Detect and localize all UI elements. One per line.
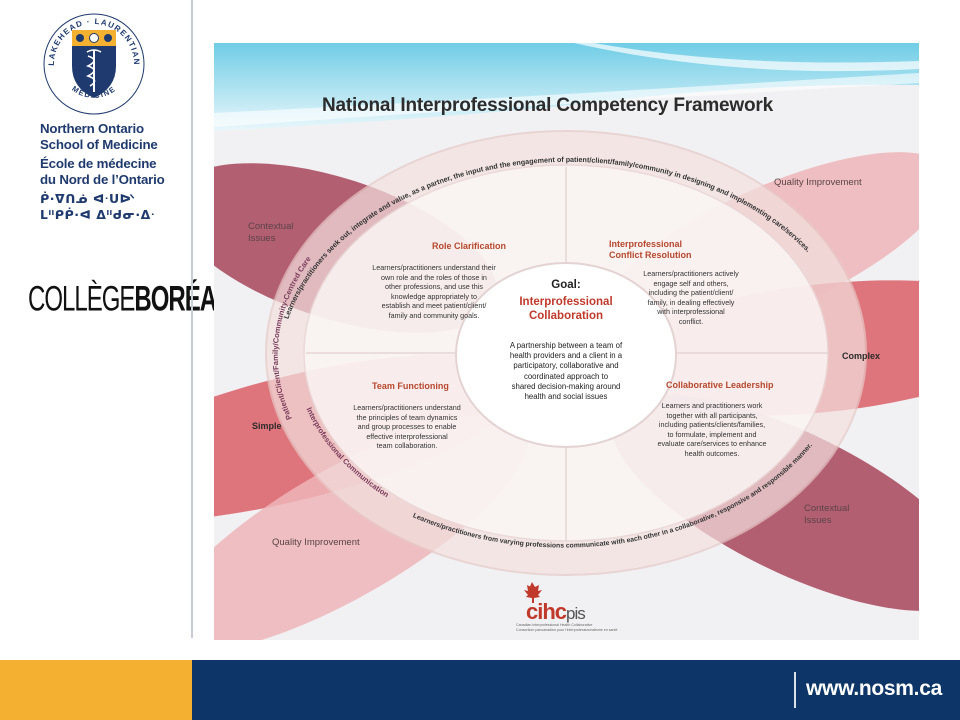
goal-title: Interprofessional Collaboration xyxy=(486,295,646,323)
boreal-logo-light: COLLÈGE xyxy=(28,280,135,320)
team-body-line: team collaboration. xyxy=(376,441,438,451)
college-boreal-logo: COLLÈGEBORÉAL xyxy=(28,280,231,321)
role-body-line: other professions, and use this xyxy=(385,282,483,292)
team-body-line: Learners/practitioners understand xyxy=(353,403,461,412)
goal-body-line: health and social issues xyxy=(524,392,608,402)
team-body-line: effective interprofessional xyxy=(366,431,448,441)
conflict-body-line: including the patient/client/ xyxy=(648,288,734,298)
conflict-body-line: conflict. xyxy=(678,316,704,326)
corner-simple: Simple xyxy=(252,421,282,431)
quadrant-collaborative-leadership-title: Collaborative Leadership xyxy=(666,380,774,390)
school-name-block: Northern Ontario School of Medicine Écol… xyxy=(40,121,190,222)
quadrant-collaborative-leadership-body: Learners and practitioners work together… xyxy=(632,401,792,459)
goal-ellipse xyxy=(455,262,677,448)
cihc-subtitle-fr: Consortium pancanadien pour l’interprofe… xyxy=(516,627,618,632)
corner-complex: Complex xyxy=(842,351,881,361)
framework-graphic: Learners/practitioners seek out, integra… xyxy=(214,43,919,640)
footer-separator xyxy=(794,672,796,708)
quadrant-conflict-resolution-body: Learners/practitioners actively engage s… xyxy=(626,269,756,327)
role-body-line: establish and meet patient/client/ xyxy=(381,301,487,311)
cihc-logo-name: cihc xyxy=(526,599,567,624)
quadrant-team-functioning-body: Learners/practitioners understand the pr… xyxy=(332,403,482,451)
corner-contextual-right-line-1: Contextual xyxy=(804,503,850,514)
school-name-en-line-1: Northern Ontario xyxy=(40,121,144,136)
conflict-body-line: Learners/practitioners actively xyxy=(643,269,739,278)
cihc-logo-suffix: pis xyxy=(566,604,586,623)
footer-navy-block xyxy=(192,660,960,720)
school-name-syllabics-line-1: ᑮ·ᐁᑎᓅ ᐊᐧᑌᐭ xyxy=(40,191,136,206)
quadrant-team-functioning-title: Team Functioning xyxy=(372,381,449,391)
footer-website-link[interactable]: www.nosm.ca xyxy=(806,677,942,700)
cihc-logo-subtitle: Canadian Interprofessional Health Collab… xyxy=(516,623,646,632)
leadership-body-line: Learners and practitioners work xyxy=(661,401,763,410)
conflict-body-line: with interprofessional xyxy=(657,307,725,317)
footer-bar: www.nosm.ca xyxy=(0,660,960,720)
corner-contextual-issues-right: Contextual Issues xyxy=(804,503,849,527)
cihc-subtitle-en: Canadian Interprofessional Health Collab… xyxy=(516,623,593,627)
corner-quality-improvement-top: Quality Improvement xyxy=(774,177,862,188)
quadrant-role-clarification-body: Learners/practitioners understand their … xyxy=(354,263,514,321)
corner-contextual-right-line-2: Issues xyxy=(804,515,832,526)
goal-body-line: health providers and a client in a xyxy=(509,351,623,361)
corner-quality-improvement-bottom: Quality Improvement xyxy=(272,537,360,548)
team-body-line: the principles of team dynamics xyxy=(356,412,458,422)
school-name-en-line-2: School of Medicine xyxy=(40,136,158,152)
footer-gold-block xyxy=(0,660,192,720)
goal-title-line-2: Collaboration xyxy=(528,310,604,322)
goal-description: A partnership between a team of health p… xyxy=(476,341,656,402)
quadrant-conflict-resolution-title: Interprofessional Conflict Resolution xyxy=(609,239,692,261)
role-body-line: family and community goals. xyxy=(388,310,480,320)
framework-diagram: Learners/practitioners seek out, integra… xyxy=(214,43,919,640)
school-name-syllabics-line-2: ᒪᐦᑭᑮ·ᐊ ᐃᐦᑯᓂ·ᐃᐧ xyxy=(40,206,156,222)
leadership-body-line: together with all participants, xyxy=(666,410,758,420)
corner-contextual-left-line-1: Contextual xyxy=(248,221,294,232)
maple-leaf-icon xyxy=(524,582,542,603)
framework-title: National Interprofessional Competency Fr… xyxy=(322,95,773,116)
goal-label: Goal: xyxy=(551,279,581,291)
sidebar: LAKEHEAD · LAURENTIAN MEDICINE Northern … xyxy=(0,0,231,660)
conflict-body-line: family, in dealing effectively xyxy=(647,297,735,307)
conflict-title-line-2: Conflict Resolution xyxy=(609,250,692,260)
corner-contextual-issues-left: Contextual Issues xyxy=(248,221,293,245)
role-body-line: Learners/practitioners understand their xyxy=(372,263,496,272)
conflict-title-line-1: Interprofessional xyxy=(609,239,683,249)
goal-body-line: shared decision-making around xyxy=(511,381,621,391)
role-body-line: own role and the roles of those in xyxy=(381,272,487,282)
goal-body-line: A partnership between a team of xyxy=(509,341,623,350)
quadrant-role-clarification-title: Role Clarification xyxy=(432,241,507,251)
school-name-fr-line-2: du Nord de l’Ontario xyxy=(40,171,165,187)
goal-body-line: participatory, collaborative and xyxy=(513,361,619,371)
team-body-line: and group processes to enable xyxy=(357,422,457,432)
goal-body-line: coordinated approach to xyxy=(523,371,609,381)
role-body-line: knowledge appropriately to xyxy=(391,291,477,301)
nosm-crest-logo: LAKEHEAD · LAURENTIAN MEDICINE xyxy=(43,13,145,115)
leadership-body-line: health outcomes. xyxy=(684,448,740,458)
leadership-body-line: including patients/clients/families, xyxy=(658,420,766,430)
leadership-body-line: evaluate care/services to enhance xyxy=(657,439,767,449)
corner-contextual-left-line-2: Issues xyxy=(248,233,276,244)
sidebar-divider xyxy=(191,0,193,638)
school-name-fr-line-1: École de médecine xyxy=(40,156,157,171)
cihc-logo: cihcpis xyxy=(526,599,586,625)
goal-title-line-1: Interprofessional xyxy=(519,296,613,308)
leadership-body-line: to formulate, implement and xyxy=(667,429,757,439)
conflict-body-line: engage self and others, xyxy=(653,278,729,288)
